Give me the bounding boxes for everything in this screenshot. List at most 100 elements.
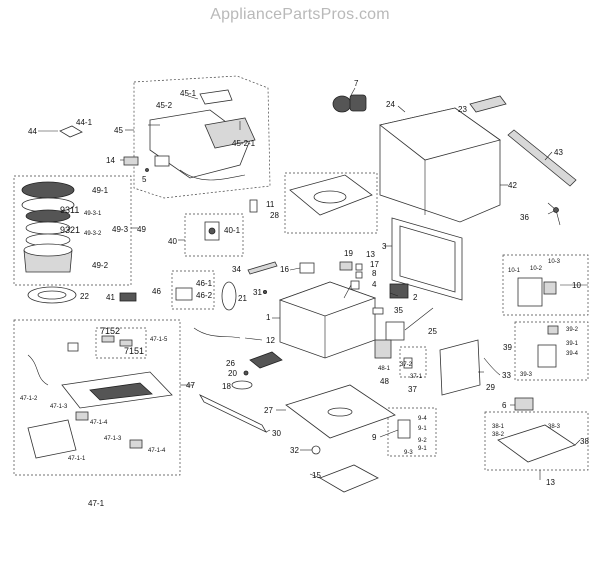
callout-45-1: 45-1 [180, 89, 197, 98]
part-5-screw[interactable] [145, 168, 149, 172]
part-36-cord[interactable] [547, 202, 561, 226]
part-47-1-door-panel[interactable] [27, 419, 77, 459]
callout-47: 47 [186, 381, 195, 390]
callout-41: 41 [106, 293, 115, 302]
part-16-bracket[interactable] [299, 262, 315, 274]
part-30-handle[interactable] [199, 394, 267, 433]
callout-labels: 1 2 3 4 5 6 7 8 9 10 11 12 13 13 14 15 1… [20, 79, 589, 508]
part-48-transformer[interactable] [374, 339, 392, 359]
group-47-outline [13, 319, 181, 476]
callout-39-4: 39-4 [566, 351, 579, 357]
part-7152[interactable] [101, 335, 115, 343]
callout-39-3: 39-3 [520, 372, 533, 378]
part-4-thermo[interactable] [350, 280, 360, 290]
part-43-grille-strip[interactable] [507, 129, 577, 187]
callout-20: 20 [228, 369, 237, 378]
part-35-latch[interactable] [372, 307, 384, 315]
callout-8: 8 [372, 269, 377, 278]
part-38-tray[interactable] [497, 424, 576, 463]
part-23-vent[interactable] [469, 95, 507, 113]
callout-19: 19 [344, 249, 353, 258]
part-9-interlock[interactable] [397, 419, 411, 439]
callout-49-3-1: 49-3-1 [84, 211, 102, 217]
callout-40-1: 40-1 [224, 226, 241, 235]
callout-10-2: 10-2 [530, 266, 543, 272]
part-49-1-grill-rack[interactable] [21, 181, 75, 199]
part-33-wire[interactable] [483, 357, 501, 376]
part-36-connector[interactable] [553, 207, 559, 213]
group-37-outline [399, 346, 427, 378]
callout-10: 10 [572, 281, 581, 290]
part-26-grille[interactable] [249, 351, 283, 369]
part-41-pad[interactable] [119, 292, 137, 302]
part-44-plate[interactable] [59, 125, 83, 138]
callout-47-1-3a: 47-1-3 [50, 404, 68, 410]
part-17-fuse[interactable] [355, 263, 363, 271]
part-39-assembly[interactable] [537, 344, 557, 368]
callout-37-1: 37-1 [410, 374, 423, 380]
callout-31: 31 [253, 288, 262, 297]
part-45-wire-harness [179, 169, 246, 181]
part-25-bracket[interactable] [385, 321, 405, 341]
part-32-knob[interactable] [311, 445, 321, 455]
callout-47-1-4a: 47-1-4 [90, 420, 108, 426]
part-29-panel[interactable] [439, 339, 481, 396]
callout-9: 9 [372, 433, 377, 442]
callout-47-1-1: 47-1-1 [68, 456, 86, 462]
callout-48: 48 [380, 377, 389, 386]
callout-26: 26 [226, 359, 235, 368]
callout-9311: 9311 [60, 205, 79, 215]
group-49-outline [13, 175, 132, 286]
part-20-roller[interactable] [243, 370, 249, 376]
part-12-wire[interactable] [193, 327, 241, 339]
part-21-ring[interactable] [221, 281, 237, 311]
part-5-holder[interactable] [154, 155, 170, 167]
callout-45-2: 45-2 [156, 101, 173, 110]
part-14-pad[interactable] [123, 156, 139, 166]
callout-18: 18 [222, 382, 231, 391]
callout-7151: 7151 [124, 346, 144, 356]
callout-40: 40 [168, 237, 177, 246]
part-46-module[interactable] [175, 287, 193, 301]
callout-36: 36 [520, 213, 529, 222]
callout-47-1-4b: 47-1-4 [148, 448, 166, 454]
part-34-rail[interactable] [247, 261, 278, 275]
part-2-filter[interactable] [389, 283, 409, 299]
callout-32: 32 [290, 446, 299, 455]
callout-47-1-2: 47-1-2 [20, 396, 38, 402]
callout-49-3-2: 49-3-2 [84, 231, 102, 237]
callout-38-2: 38-2 [492, 432, 505, 438]
callout-33: 33 [502, 371, 511, 380]
callout-29: 29 [486, 383, 495, 392]
part-6-capacitor[interactable] [514, 397, 534, 411]
callout-27: 27 [264, 406, 273, 415]
callout-47-1-5: 47-1-5 [150, 337, 168, 343]
callout-7152: 7152 [100, 326, 120, 336]
part-45-1-bracket[interactable] [199, 89, 233, 105]
callout-49-2: 49-2 [92, 261, 109, 270]
callout-35: 35 [394, 306, 403, 315]
group-38-outline [484, 411, 589, 471]
part-8-relay[interactable] [355, 271, 363, 279]
part-19-pad[interactable] [339, 261, 353, 271]
callout-39: 39 [503, 343, 512, 352]
part-7-fan-motor[interactable] [332, 95, 352, 113]
callout-43: 43 [554, 148, 563, 157]
callout-25: 25 [428, 327, 437, 336]
part-15-bracket[interactable] [319, 464, 379, 493]
part-31-screw[interactable] [262, 289, 267, 294]
callout-37: 37 [408, 385, 417, 394]
group-40-outline [184, 213, 244, 257]
part-7-fan-housing[interactable] [349, 94, 367, 112]
part-11-clip[interactable] [249, 199, 258, 213]
part-24-top-panel[interactable] [379, 107, 501, 161]
callout-2: 2 [413, 293, 418, 302]
part-10-bracket[interactable] [517, 277, 543, 307]
callout-17: 17 [370, 260, 379, 269]
part-7151[interactable] [119, 339, 133, 347]
part-18-roller-ring[interactable] [231, 380, 253, 390]
part-47-cable [27, 354, 49, 386]
part-37-switch[interactable] [403, 357, 413, 369]
callout-9321: 9321 [60, 225, 80, 235]
part-45-2-1-board[interactable] [204, 117, 256, 149]
